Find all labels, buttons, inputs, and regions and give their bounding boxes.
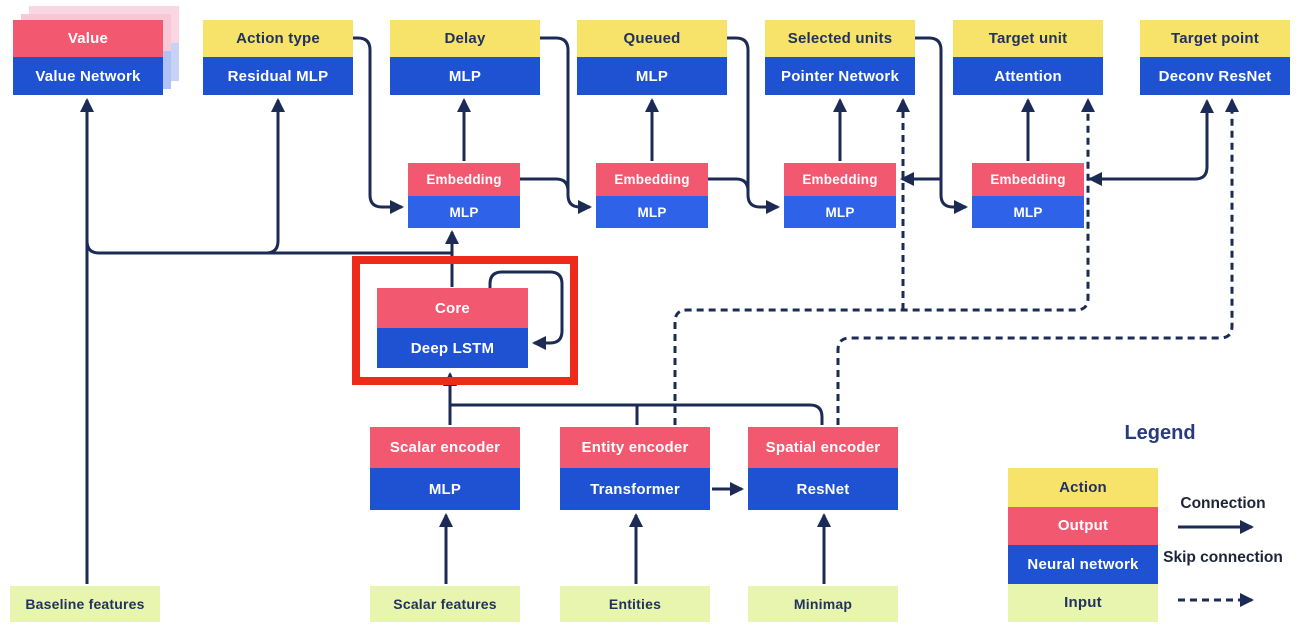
embedding-4-mlp-label: MLP xyxy=(972,196,1084,228)
node-minimap: Minimap xyxy=(748,586,898,622)
node-embedding-2: Embedding MLP xyxy=(596,163,708,228)
node-target-unit: Target unit Attention xyxy=(953,20,1103,95)
deconv-resnet-label: Deconv ResNet xyxy=(1140,57,1290,95)
skip-spatial-to-deconv xyxy=(836,98,1239,425)
highlight-rectangle xyxy=(352,256,578,385)
transformer-label: Transformer xyxy=(560,468,710,510)
legend-skip-connection-label: Skip connection xyxy=(1163,549,1283,566)
selected-units-label: Selected units xyxy=(765,20,915,57)
delay-mlp-label: MLP xyxy=(390,57,540,95)
value-network-label: Value Network xyxy=(13,57,163,95)
legend-swatches: Action Output Neural network Input xyxy=(1008,468,1158,622)
edge-embedding2-chain-stub xyxy=(708,177,750,192)
target-point-label: Target point xyxy=(1140,20,1290,57)
edge-core-to-value xyxy=(85,240,452,255)
entity-encoder-label: Entity encoder xyxy=(560,427,710,468)
node-entity-encoder: Entity encoder Transformer xyxy=(560,427,710,510)
node-entities: Entities xyxy=(560,586,710,622)
embedding-2-label: Embedding xyxy=(596,163,708,196)
scalar-encoder-mlp-label: MLP xyxy=(370,468,520,510)
action-type-label: Action type xyxy=(203,20,353,57)
node-delay: Delay MLP xyxy=(390,20,540,95)
node-queued: Queued MLP xyxy=(577,20,727,95)
baseline-features-label: Baseline features xyxy=(10,586,160,622)
embedding-3-mlp-label: MLP xyxy=(784,196,896,228)
legend-title: Legend xyxy=(1124,422,1196,444)
entities-label: Entities xyxy=(560,586,710,622)
node-target-point: Target point Deconv ResNet xyxy=(1140,20,1290,95)
node-embedding-1: Embedding MLP xyxy=(408,163,520,228)
residual-mlp-label: Residual MLP xyxy=(203,57,353,95)
node-action-type: Action type Residual MLP xyxy=(203,20,353,95)
legend-item-action: Action xyxy=(1008,468,1158,507)
node-embedding-4: Embedding MLP xyxy=(972,163,1084,228)
spatial-encoder-label: Spatial encoder xyxy=(748,427,898,468)
legend-item-output: Output xyxy=(1008,506,1158,545)
pointer-network-label: Pointer Network xyxy=(765,57,915,95)
legend-item-neural-network: Neural network xyxy=(1008,545,1158,584)
queued-mlp-label: MLP xyxy=(577,57,727,95)
node-baseline-features: Baseline features xyxy=(10,586,160,622)
node-scalar-encoder: Scalar encoder MLP xyxy=(370,427,520,510)
edge-core-to-residual-mlp xyxy=(265,98,285,255)
edge-embedding1-chain-stub xyxy=(520,177,570,192)
embedding-1-mlp-label: MLP xyxy=(408,196,520,228)
scalar-features-label: Scalar features xyxy=(370,586,520,622)
embedding-3-label: Embedding xyxy=(784,163,896,196)
edge-embedding4-to-deconv xyxy=(1089,99,1214,181)
attention-label: Attention xyxy=(953,57,1103,95)
node-value: Value Value Network xyxy=(13,20,163,95)
resnet-label: ResNet xyxy=(748,468,898,510)
minimap-label: Minimap xyxy=(748,586,898,622)
node-scalar-features: Scalar features xyxy=(370,586,520,622)
queued-label: Queued xyxy=(577,20,727,57)
scalar-encoder-label: Scalar encoder xyxy=(370,427,520,468)
value-output-label: Value xyxy=(13,20,163,57)
legend-item-input: Input xyxy=(1008,583,1158,622)
delay-label: Delay xyxy=(390,20,540,57)
skip-entity-to-attention xyxy=(673,98,1095,425)
node-selected-units: Selected units Pointer Network xyxy=(765,20,915,95)
edge-encoders-merge-horizontal xyxy=(450,403,824,425)
node-spatial-encoder: Spatial encoder ResNet xyxy=(748,427,898,510)
embedding-4-label: Embedding xyxy=(972,163,1084,196)
embedding-2-mlp-label: MLP xyxy=(596,196,708,228)
target-unit-label: Target unit xyxy=(953,20,1103,57)
embedding-1-label: Embedding xyxy=(408,163,520,196)
node-embedding-3: Embedding MLP xyxy=(784,163,896,228)
legend-connection-label: Connection xyxy=(1180,495,1266,512)
